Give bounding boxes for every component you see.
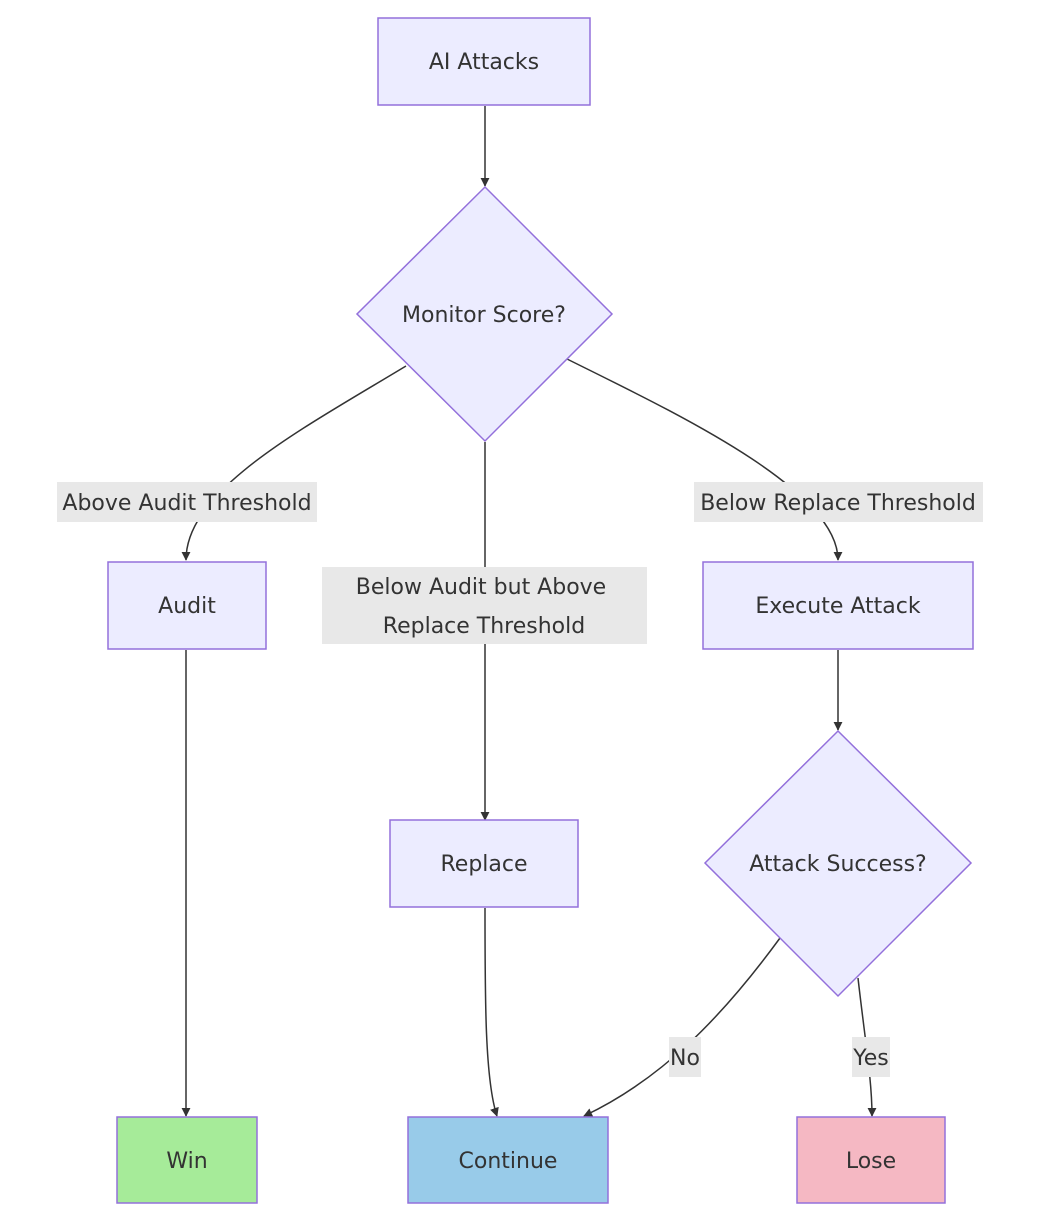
svg-text:Replace Threshold: Replace Threshold bbox=[383, 614, 585, 639]
node-execute-attack[interactable]: Execute Attack bbox=[702, 561, 974, 650]
svg-text:Replace: Replace bbox=[440, 852, 527, 877]
edge-monitor-to-audit bbox=[181, 365, 407, 561]
edge-label-between: Below Audit but Above Replace Threshold bbox=[322, 567, 647, 644]
edge-label-below-replace: Below Replace Threshold bbox=[694, 482, 983, 522]
svg-text:No: No bbox=[670, 1046, 700, 1071]
svg-text:Below Replace Threshold: Below Replace Threshold bbox=[700, 491, 976, 516]
svg-text:Audit: Audit bbox=[158, 594, 216, 619]
edge-label-no: No bbox=[669, 1037, 701, 1077]
edge-success-to-continue bbox=[583, 937, 781, 1117]
node-audit[interactable]: Audit bbox=[107, 561, 267, 650]
edge-replace-to-continue bbox=[484, 907, 499, 1117]
node-win[interactable]: Win bbox=[116, 1116, 258, 1204]
svg-text:Execute Attack: Execute Attack bbox=[755, 594, 920, 619]
svg-text:Above Audit Threshold: Above Audit Threshold bbox=[62, 491, 311, 516]
node-replace[interactable]: Replace bbox=[389, 819, 579, 908]
edge-label-above-audit: Above Audit Threshold bbox=[57, 482, 317, 522]
node-monitor-score[interactable]: Monitor Score? bbox=[355, 185, 614, 443]
edge-label-yes: Yes bbox=[852, 1037, 890, 1077]
node-lose[interactable]: Lose bbox=[796, 1116, 946, 1204]
node-ai-attacks[interactable]: AI Attacks bbox=[377, 17, 591, 106]
svg-text:AI Attacks: AI Attacks bbox=[429, 50, 539, 75]
node-continue[interactable]: Continue bbox=[407, 1116, 609, 1204]
edge-monitor-to-execute bbox=[566, 358, 843, 561]
svg-text:Attack Success?: Attack Success? bbox=[749, 852, 926, 877]
svg-text:Continue: Continue bbox=[459, 1149, 558, 1174]
svg-text:Yes: Yes bbox=[852, 1046, 889, 1071]
svg-text:Below Audit but Above: Below Audit but Above bbox=[356, 575, 606, 600]
svg-text:Lose: Lose bbox=[846, 1149, 896, 1174]
svg-text:Monitor Score?: Monitor Score? bbox=[402, 303, 566, 328]
node-attack-success[interactable]: Attack Success? bbox=[703, 729, 973, 998]
svg-text:Win: Win bbox=[166, 1149, 207, 1174]
